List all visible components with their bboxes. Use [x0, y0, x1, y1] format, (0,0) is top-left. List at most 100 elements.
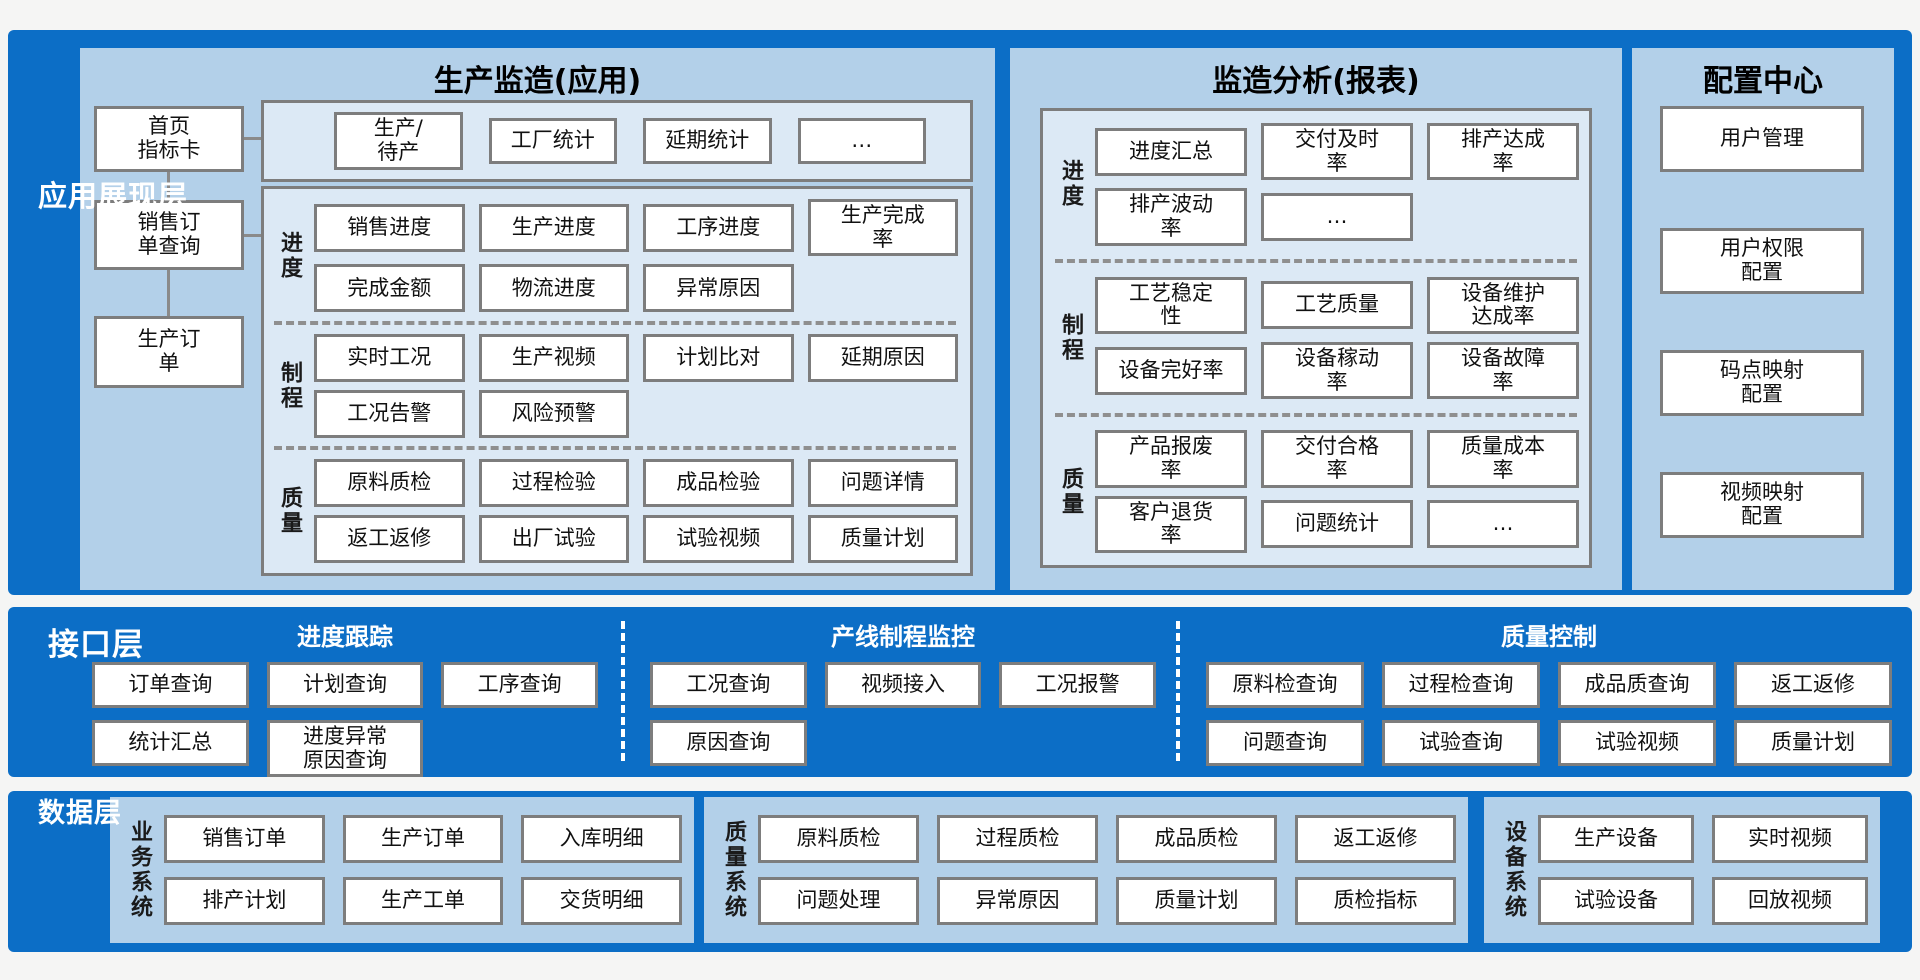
quality-boxes: 产品报废 率交付合格 率质量成本 率客户退货 率问题统计… [1095, 430, 1579, 553]
production-sidebar: 首页 指标卡销售订 单查询生产订 单 [94, 106, 263, 446]
api-box: 工序查询 [441, 662, 598, 708]
report-box: 设备稼动 率 [1261, 342, 1413, 400]
supervision-analysis-panel: 监造分析(报表) 进度 进度汇总交付及时 率排产达成 率排产波动 率… 制程 工… [1010, 48, 1622, 590]
quality-section: 质量 产品报废 率交付合格 率质量成本 率客户退货 率问题统计… [1053, 430, 1579, 553]
production-panel-title: 生产监造(应用) [433, 64, 642, 99]
dashed-divider [1176, 621, 1180, 761]
feature-box: 工况告警 [314, 389, 465, 438]
process-boxes: 工艺稳定 性工艺质量设备维护 达成率设备完好率设备稼动 率设备故障 率 [1095, 276, 1579, 400]
config-box: 视频映射 配置 [1660, 472, 1864, 538]
progress-tracking-group: 进度跟踪 订单查询计划查询工序查询统计汇总进度异常 原因查询 [92, 617, 598, 778]
feature-box: 物流进度 [478, 264, 629, 313]
system-boxes: 销售订单生产订单入库明细排产计划生产工单交货明细 [164, 815, 682, 925]
config-box: 码点映射 配置 [1660, 350, 1864, 416]
data-box: 生产设备 [1538, 815, 1694, 863]
dashed-divider [1055, 259, 1577, 264]
feature-box: 生产完成 率 [807, 199, 958, 257]
nav-box: 生产订 单 [94, 316, 244, 388]
report-box: 交付及时 率 [1261, 123, 1413, 181]
feature-box: 生产视频 [478, 333, 629, 382]
progress-section-label: 进度 [277, 230, 302, 281]
dashed-divider [1055, 412, 1577, 417]
report-box: 进度汇总 [1095, 127, 1247, 176]
production-supervision-panel: 生产监造(应用) 首页 指标卡销售订 单查询生产订 单 生产/ 待产工厂统计延期… [80, 48, 995, 590]
data-box: 试验设备 [1538, 877, 1694, 925]
quality-system-panel: 质量系统 原料质检过程质检成品质检返工返修问题处理异常原因质量计划质检指标 [704, 797, 1468, 943]
data-box: 入库明细 [521, 815, 682, 863]
api-box: 质量计划 [1734, 720, 1892, 766]
feature-box: 实时工况 [314, 333, 465, 382]
line-process-monitoring-group: 产线制程监控 工况查询视频接入工况报警原因查询 [650, 617, 1156, 766]
data-layer: 数据层 业务系统 销售订单生产订单入库明细排产计划生产工单交货明细 质量系统 原… [8, 791, 1912, 952]
equipment-system-panel: 设备系统 生产设备实时视频试验设备回放视频 [1484, 797, 1880, 943]
analysis-panel-title: 监造分析(报表) [1212, 64, 1420, 99]
api-box: 成品质查询 [1558, 662, 1716, 708]
dashed-divider [621, 621, 625, 761]
api-box: 原因查询 [650, 720, 807, 766]
group-title: 进度跟踪 [297, 623, 393, 651]
data-box: 销售订单 [164, 815, 325, 863]
application-presentation-layer: 应用展现层 生产监造(应用) 首页 指标卡销售订 单查询生产订 单 生产/ 待产… [8, 30, 1912, 595]
api-box: 工况查询 [650, 662, 807, 708]
api-box: 试验查询 [1382, 720, 1540, 766]
api-box: 工况报警 [999, 662, 1156, 708]
data-box: 过程质检 [937, 815, 1098, 863]
api-box: 过程检查询 [1382, 662, 1540, 708]
feature-box: 风险预警 [478, 389, 629, 438]
interface-layer-label: 接口层 [48, 627, 144, 663]
analysis-main-subpanel: 进度 进度汇总交付及时 率排产达成 率排产波动 率… 制程 工艺稳定 性工艺质量… [1040, 108, 1592, 568]
feature-box: 生产/ 待产 [334, 112, 463, 170]
quality-system-label: 质量系统 [721, 820, 746, 920]
data-layer-label: 数据层 [38, 798, 122, 829]
nav-box: 销售订 单查询 [94, 200, 244, 270]
report-box: … [1261, 193, 1413, 242]
feature-box: 延期统计 [643, 118, 772, 164]
progress-boxes: 销售进度生产进度工序进度生产完成 率完成金额物流进度异常原因 [314, 199, 958, 313]
data-box: 生产工单 [342, 877, 504, 925]
feature-box: 完成金额 [314, 264, 465, 313]
api-box: 计划查询 [266, 662, 424, 708]
connector-line [244, 137, 263, 140]
connector-line [167, 172, 170, 200]
group-title: 质量控制 [1501, 623, 1597, 651]
report-box: 设备完好率 [1095, 346, 1247, 395]
process-section-label: 制程 [277, 360, 302, 411]
feature-box: 延期原因 [807, 333, 958, 382]
api-box: 原料检查询 [1206, 662, 1364, 708]
data-box: 返工返修 [1295, 815, 1456, 863]
connector-line [244, 234, 263, 237]
api-box: 试验视频 [1558, 720, 1716, 766]
data-box: 生产订单 [342, 815, 504, 863]
process-section: 制程 实时工况生产视频计划比对延期原因工况告警风险预警 [272, 333, 958, 438]
dashed-divider [274, 446, 956, 451]
feature-box: 过程检验 [478, 459, 629, 507]
data-box: 成品质检 [1116, 815, 1277, 863]
process-section: 制程 工艺稳定 性工艺质量设备维护 达成率设备完好率设备稼动 率设备故障 率 [1053, 276, 1579, 400]
data-box: 实时视频 [1712, 815, 1868, 863]
report-box: 排产波动 率 [1095, 188, 1247, 246]
api-box: 进度异常 原因查询 [266, 720, 424, 778]
group-boxes: 工况查询视频接入工况报警原因查询 [650, 662, 1156, 766]
quality-section: 质量 原料质检过程检验成品检验问题详情返工返修出厂试验试验视频质量计划 [272, 459, 958, 563]
progress-section-label: 进度 [1058, 159, 1083, 210]
feature-box: 返工返修 [314, 515, 465, 563]
progress-section: 进度 进度汇总交付及时 率排产达成 率排产波动 率… [1053, 123, 1579, 246]
progress-section: 进度 销售进度生产进度工序进度生产完成 率完成金额物流进度异常原因 [272, 199, 958, 313]
group-boxes: 订单查询计划查询工序查询统计汇总进度异常 原因查询 [92, 662, 598, 778]
system-boxes: 原料质检过程质检成品质检返工返修问题处理异常原因质量计划质检指标 [758, 815, 1456, 925]
interface-layer: 接口层 进度跟踪 订单查询计划查询工序查询统计汇总进度异常 原因查询 产线制程监… [8, 607, 1912, 778]
report-box: 问题统计 [1261, 500, 1413, 549]
group-boxes: 原料检查询过程检查询成品质查询返工返修问题查询试验查询试验视频质量计划 [1206, 662, 1892, 766]
business-system-label: 业务系统 [127, 820, 152, 920]
nav-box: 首页 指标卡 [94, 106, 244, 172]
system-boxes: 生产设备实时视频试验设备回放视频 [1538, 815, 1868, 925]
group-title: 产线制程监控 [831, 623, 975, 651]
config-box: 用户权限 配置 [1660, 228, 1864, 294]
data-box: 回放视频 [1712, 877, 1868, 925]
quality-boxes: 原料质检过程检验成品检验问题详情返工返修出厂试验试验视频质量计划 [314, 459, 958, 563]
api-box: 统计汇总 [92, 720, 249, 766]
feature-box: 质量计划 [807, 515, 958, 563]
feature-box: 成品检验 [643, 459, 794, 507]
dashed-divider [274, 321, 956, 326]
